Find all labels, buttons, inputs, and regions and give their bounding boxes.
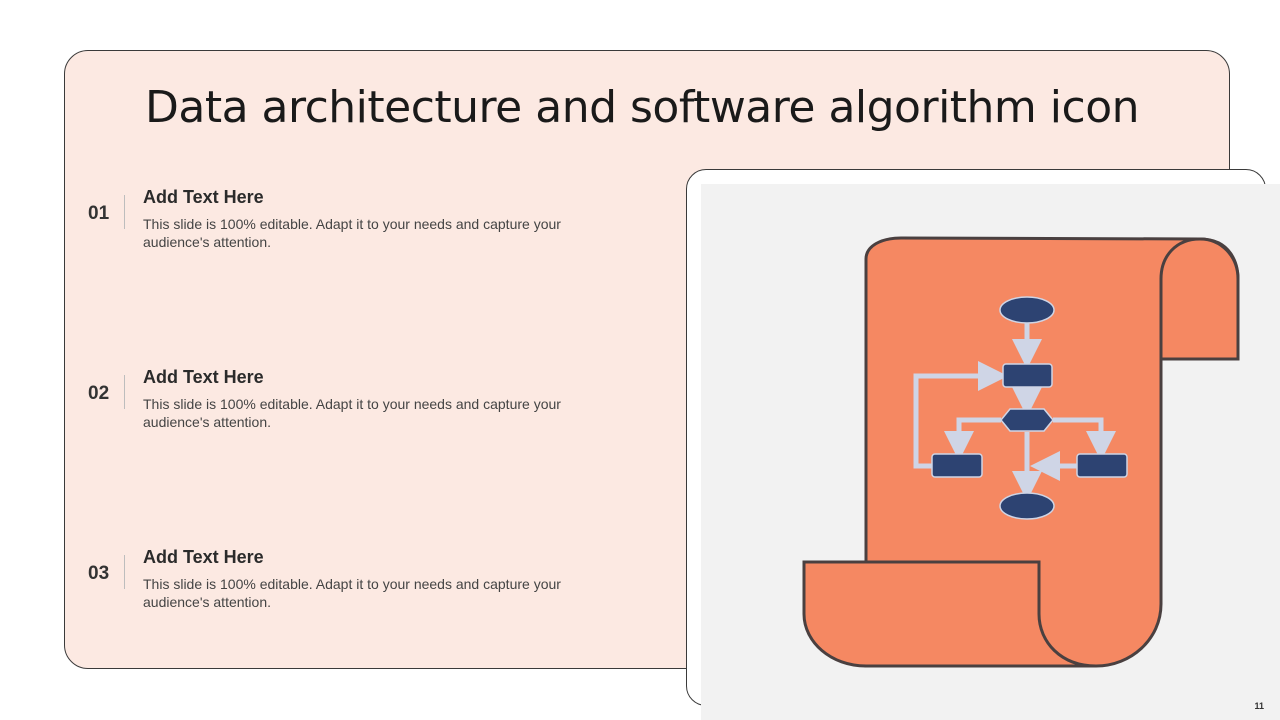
item-number: 02 [88, 383, 110, 404]
item-divider [124, 195, 125, 229]
list-item-1: 01 Add Text Here This slide is 100% edit… [86, 187, 606, 267]
item-heading[interactable]: Add Text Here [143, 187, 264, 207]
item-divider [124, 375, 125, 409]
flowchart-shapes [931, 296, 1128, 520]
list-item-2: 02 Add Text Here This slide is 100% edit… [86, 367, 606, 447]
item-description[interactable]: This slide is 100% editable. Adapt it to… [143, 396, 561, 430]
item-divider [124, 555, 125, 589]
slide-title: Data architecture and software algorithm… [144, 82, 1140, 133]
item-description[interactable]: This slide is 100% editable. Adapt it to… [143, 216, 561, 250]
item-heading[interactable]: Add Text Here [143, 547, 264, 567]
flowchart-icon [913, 322, 1116, 501]
scroll-flowchart-icon [802, 236, 1240, 668]
list-item-3: 03 Add Text Here This slide is 100% edit… [86, 547, 606, 627]
item-description[interactable]: This slide is 100% editable. Adapt it to… [143, 576, 561, 610]
item-number: 03 [88, 563, 110, 584]
item-heading[interactable]: Add Text Here [143, 367, 264, 387]
page-number: 11 [1254, 701, 1264, 711]
item-number: 01 [88, 203, 110, 224]
